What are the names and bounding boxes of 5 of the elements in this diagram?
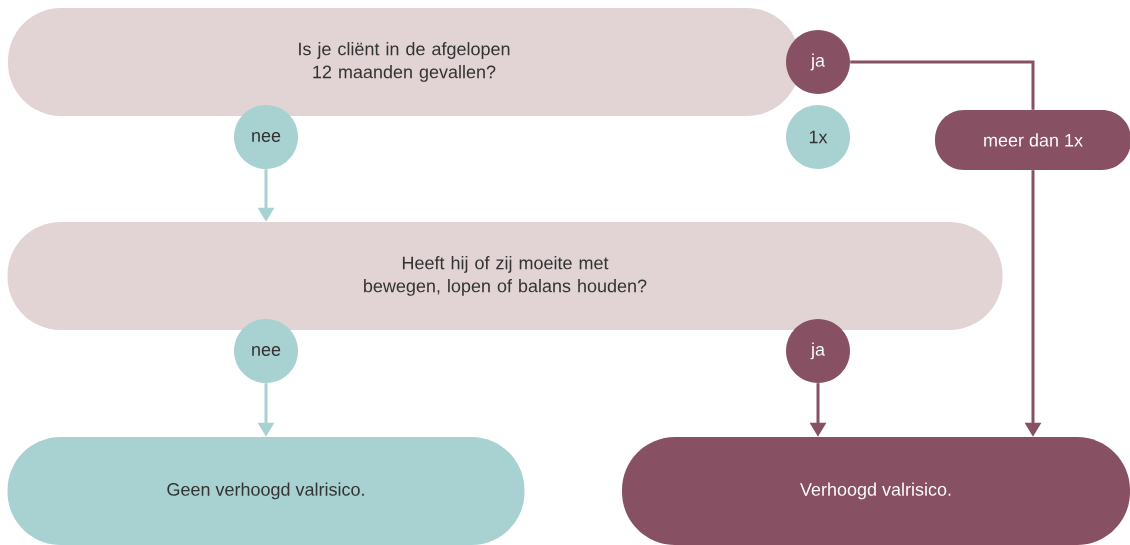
outcome-box: Verhoogd valrisico. [622, 437, 1130, 545]
outcome-box: Geen verhoogd valrisico. [7, 437, 525, 545]
question-box: Heeft hij of zij moeite met bewegen, lopen of balans houden? [7, 222, 1003, 330]
answer-box: meer dan 1x [935, 110, 1130, 170]
question-box: Is je cliënt in de afgelopen 12 maanden gevallen? [8, 8, 800, 116]
